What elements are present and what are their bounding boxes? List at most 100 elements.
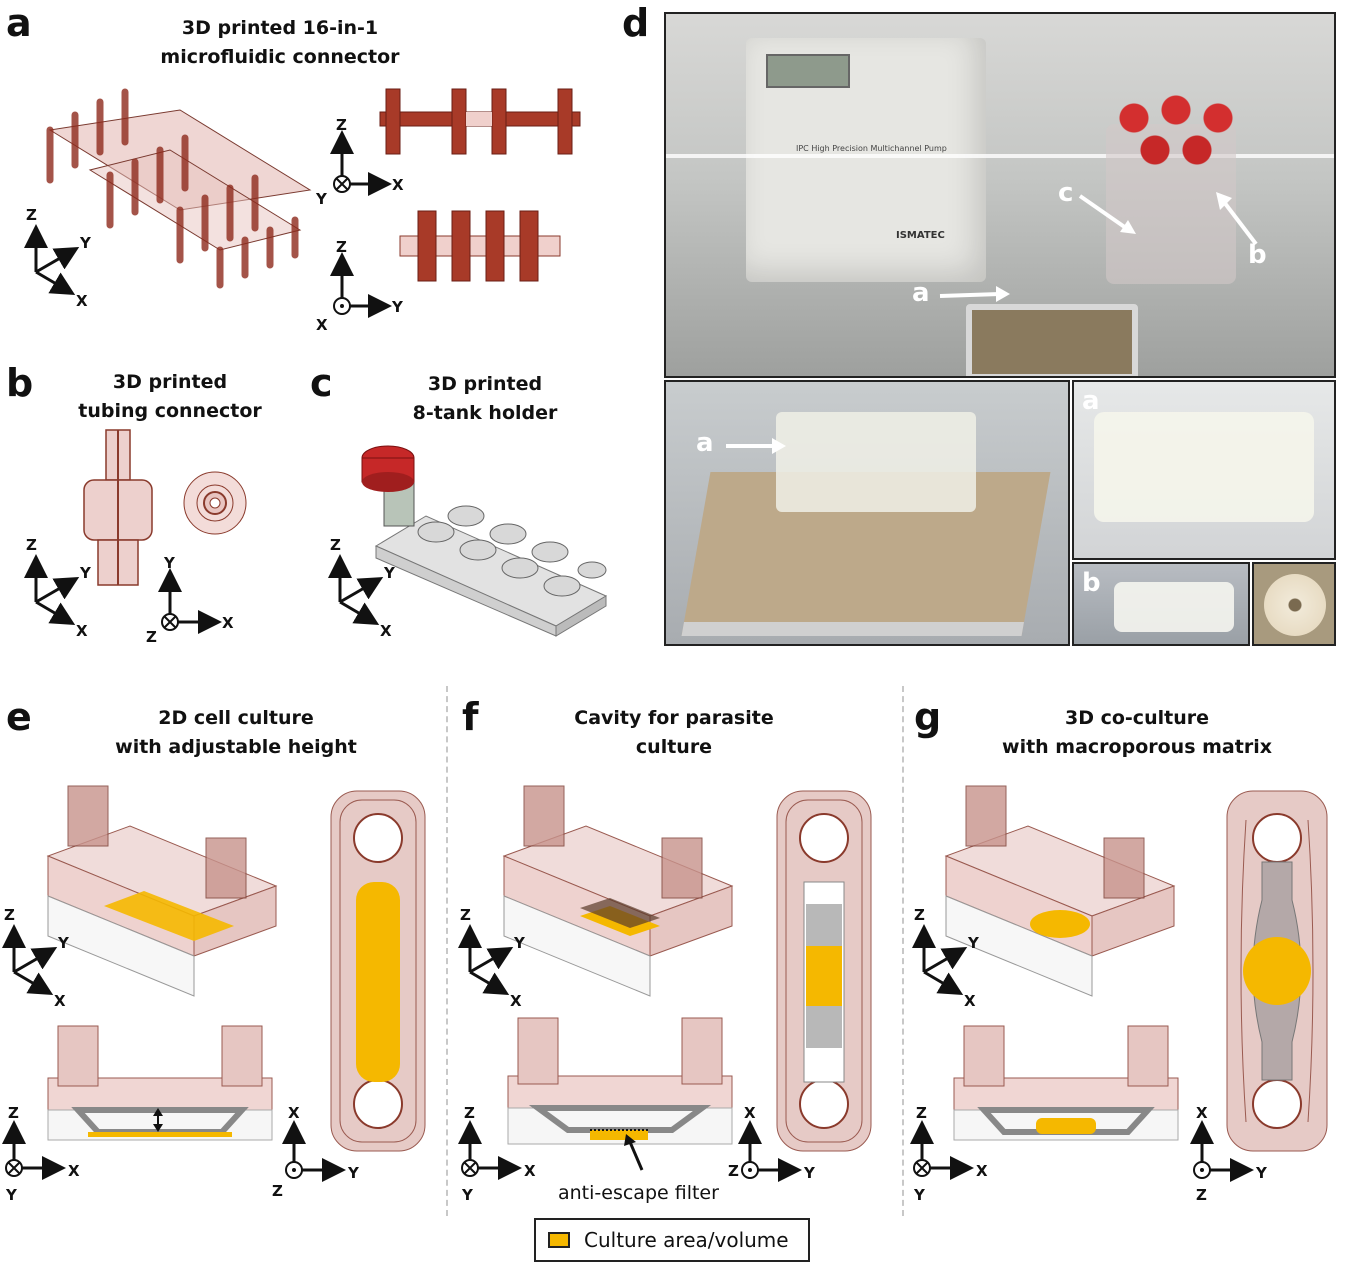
photo-label-c: c bbox=[1058, 178, 1074, 208]
tubing-print-side bbox=[1114, 582, 1234, 632]
svg-text:Z: Z bbox=[330, 536, 341, 554]
svg-text:Y: Y bbox=[5, 1186, 18, 1204]
svg-text:Y: Y bbox=[347, 1164, 360, 1182]
svg-text:Z: Z bbox=[272, 1182, 283, 1200]
panel-letter-d: d bbox=[622, 1, 650, 45]
pump-display bbox=[766, 54, 850, 88]
svg-text:Y: Y bbox=[57, 934, 70, 952]
chip-g-top bbox=[1226, 790, 1328, 1152]
axes-a-iso: Z Y X bbox=[24, 206, 92, 310]
chip-connector bbox=[776, 412, 976, 512]
svg-text:X: X bbox=[222, 614, 234, 632]
svg-text:Y: Y bbox=[79, 564, 92, 582]
svg-text:X: X bbox=[316, 316, 328, 334]
tubing-connector-top bbox=[183, 471, 247, 535]
svg-text:X: X bbox=[1196, 1104, 1208, 1122]
chip-e-iso bbox=[46, 785, 278, 997]
photo-tubing-connector-side: b bbox=[1072, 562, 1250, 646]
svg-text:Y: Y bbox=[513, 934, 526, 952]
photo-label-a: a bbox=[912, 278, 930, 308]
svg-text:Z: Z bbox=[8, 1104, 19, 1122]
svg-text:X: X bbox=[524, 1162, 536, 1180]
panel-letter-g: g bbox=[914, 695, 942, 739]
svg-text:Y: Y bbox=[315, 190, 328, 208]
arrow-a bbox=[939, 286, 1010, 302]
svg-text:X: X bbox=[976, 1162, 988, 1180]
chip-e-section bbox=[47, 1025, 273, 1141]
chip-g-section bbox=[953, 1025, 1179, 1141]
svg-text:Z: Z bbox=[4, 906, 15, 924]
svg-text:X: X bbox=[68, 1162, 80, 1180]
chip-f-iso bbox=[502, 785, 734, 997]
axes-a-yz: Z Y X bbox=[316, 238, 404, 334]
axes-b-xy: Y X Z bbox=[146, 554, 234, 646]
connector-16in1-isometric bbox=[46, 88, 312, 289]
photo-chip-closeup: a bbox=[664, 380, 1070, 646]
axes-f-xz: Z X Y bbox=[458, 1104, 536, 1204]
tank-holder-iso bbox=[361, 445, 608, 637]
connector-print bbox=[1094, 412, 1314, 522]
connector-side-view-yz bbox=[399, 210, 561, 282]
svg-text:X: X bbox=[380, 622, 392, 640]
legend-label: Culture area/volume bbox=[584, 1228, 789, 1252]
chip-e-top bbox=[330, 790, 426, 1152]
arrow-mid-a bbox=[726, 438, 786, 454]
pump-text: IPC High Precision Multichannel Pump bbox=[796, 144, 947, 153]
glass-shelf-line bbox=[666, 154, 1334, 158]
axes-g-iso: Z Y X bbox=[912, 906, 980, 1010]
photo-connector-16in1: a bbox=[1072, 380, 1336, 560]
svg-text:X: X bbox=[54, 992, 66, 1010]
axes-a-xz: Z X Y bbox=[315, 116, 404, 208]
svg-text:Z: Z bbox=[26, 536, 37, 554]
chip-f-top bbox=[776, 790, 872, 1152]
svg-text:Z: Z bbox=[728, 1162, 739, 1180]
svg-text:Z: Z bbox=[336, 238, 347, 256]
connector-side-view-xz bbox=[379, 88, 581, 155]
tubing-print-top bbox=[1264, 574, 1326, 636]
svg-text:Y: Y bbox=[391, 298, 404, 316]
photo-pump-setup: IPC High Precision Multichannel Pump ISM… bbox=[664, 12, 1336, 378]
svg-text:Z: Z bbox=[916, 1104, 927, 1122]
anti-escape-filter-label: anti-escape filter bbox=[558, 1182, 719, 1204]
svg-text:Z: Z bbox=[146, 628, 157, 646]
axes-g-xy: X Y Z bbox=[1190, 1104, 1268, 1204]
svg-text:Z: Z bbox=[1196, 1186, 1207, 1204]
svg-text:Z: Z bbox=[26, 206, 37, 224]
divider-e-f bbox=[446, 686, 448, 1216]
chip-g-iso bbox=[944, 785, 1176, 997]
axes-e-xy: X Y Z bbox=[272, 1104, 360, 1200]
axes-e-iso: Z Y X bbox=[1, 906, 70, 1010]
arrow-c bbox=[1078, 194, 1136, 234]
photo-tubing-connector-top bbox=[1252, 562, 1336, 646]
svg-text:Z: Z bbox=[336, 116, 347, 134]
svg-text:X: X bbox=[510, 992, 522, 1010]
svg-text:Z: Z bbox=[914, 906, 925, 924]
axes-f-iso: Z Y X bbox=[458, 906, 526, 1010]
panel-letter-b: b bbox=[6, 361, 34, 405]
photo-label-mid-a: a bbox=[696, 428, 714, 458]
filter-arrow bbox=[624, 1134, 644, 1171]
arrow-b bbox=[1216, 192, 1258, 246]
panel-letter-a: a bbox=[6, 1, 32, 45]
svg-text:X: X bbox=[288, 1104, 300, 1122]
svg-text:X: X bbox=[76, 292, 88, 310]
panel-letter-c: c bbox=[310, 361, 333, 405]
axes-c-iso: Z Y X bbox=[328, 536, 396, 640]
legend: Culture area/volume bbox=[534, 1218, 810, 1262]
tank-caps bbox=[1106, 86, 1246, 166]
photo-label-bottom-b: b bbox=[1082, 568, 1101, 598]
svg-text:Y: Y bbox=[967, 934, 980, 952]
svg-text:X: X bbox=[744, 1104, 756, 1122]
tubing-connector-iso bbox=[83, 429, 153, 586]
svg-text:X: X bbox=[76, 622, 88, 640]
photo-label-b: b bbox=[1248, 240, 1267, 270]
chip-f-section bbox=[507, 1017, 733, 1145]
photo-label-right-a: a bbox=[1082, 386, 1100, 416]
pump-brand: ISMATEC bbox=[896, 230, 945, 241]
svg-text:Y: Y bbox=[803, 1164, 816, 1182]
svg-text:Y: Y bbox=[79, 234, 92, 252]
axes-f-xy: X Y Z bbox=[728, 1104, 816, 1182]
